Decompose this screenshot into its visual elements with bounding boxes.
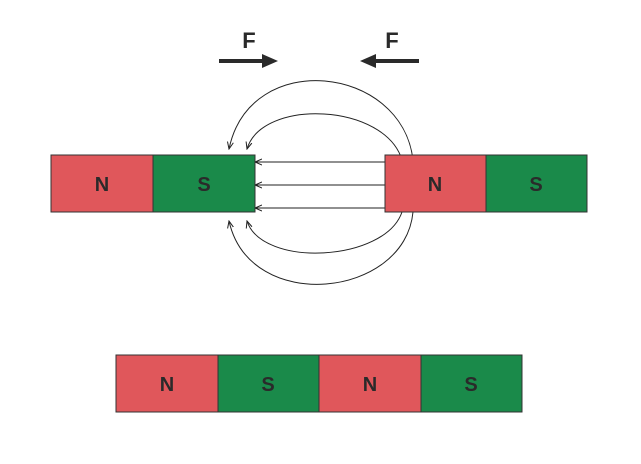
left-magnet-south-pole [152, 154, 256, 213]
force-arrow-right: F [360, 28, 419, 68]
combined-magnet-label-1: N [160, 374, 174, 396]
field-line-arc-upper-inner [247, 113, 403, 161]
right-magnet-south-label: S [529, 174, 542, 196]
field-line-arc-upper-outer [229, 80, 414, 161]
left-magnet: N S [50, 154, 256, 213]
force-arrow-left: F [219, 28, 278, 68]
combined-magnet-label-4: S [464, 374, 477, 396]
force-arrow-right-head [360, 54, 376, 68]
combined-magnet-label-3: N [363, 374, 377, 396]
combined-magnet-pole-2 [217, 354, 320, 413]
combined-magnet-pole-1 [115, 354, 219, 413]
right-magnet-north-label: N [428, 174, 442, 196]
right-magnet-south-pole [485, 154, 588, 213]
magnetic-field-lines [229, 80, 414, 285]
combined-magnet-pole-4 [420, 354, 523, 413]
force-label-right: F [385, 28, 398, 53]
combined-magnet-label-2: S [261, 374, 274, 396]
combined-magnet: N S N S [115, 354, 523, 413]
field-line-arc-lower-inner [247, 211, 403, 254]
combined-magnet-pole-3 [318, 354, 422, 413]
left-magnet-south-label: S [197, 174, 210, 196]
field-line-arc-lower-outer [229, 211, 414, 285]
left-magnet-north-label: N [95, 174, 109, 196]
force-arrow-left-head [262, 54, 278, 68]
right-magnet: N S [384, 154, 588, 213]
force-label-left: F [242, 28, 255, 53]
right-magnet-north-pole [384, 154, 487, 213]
